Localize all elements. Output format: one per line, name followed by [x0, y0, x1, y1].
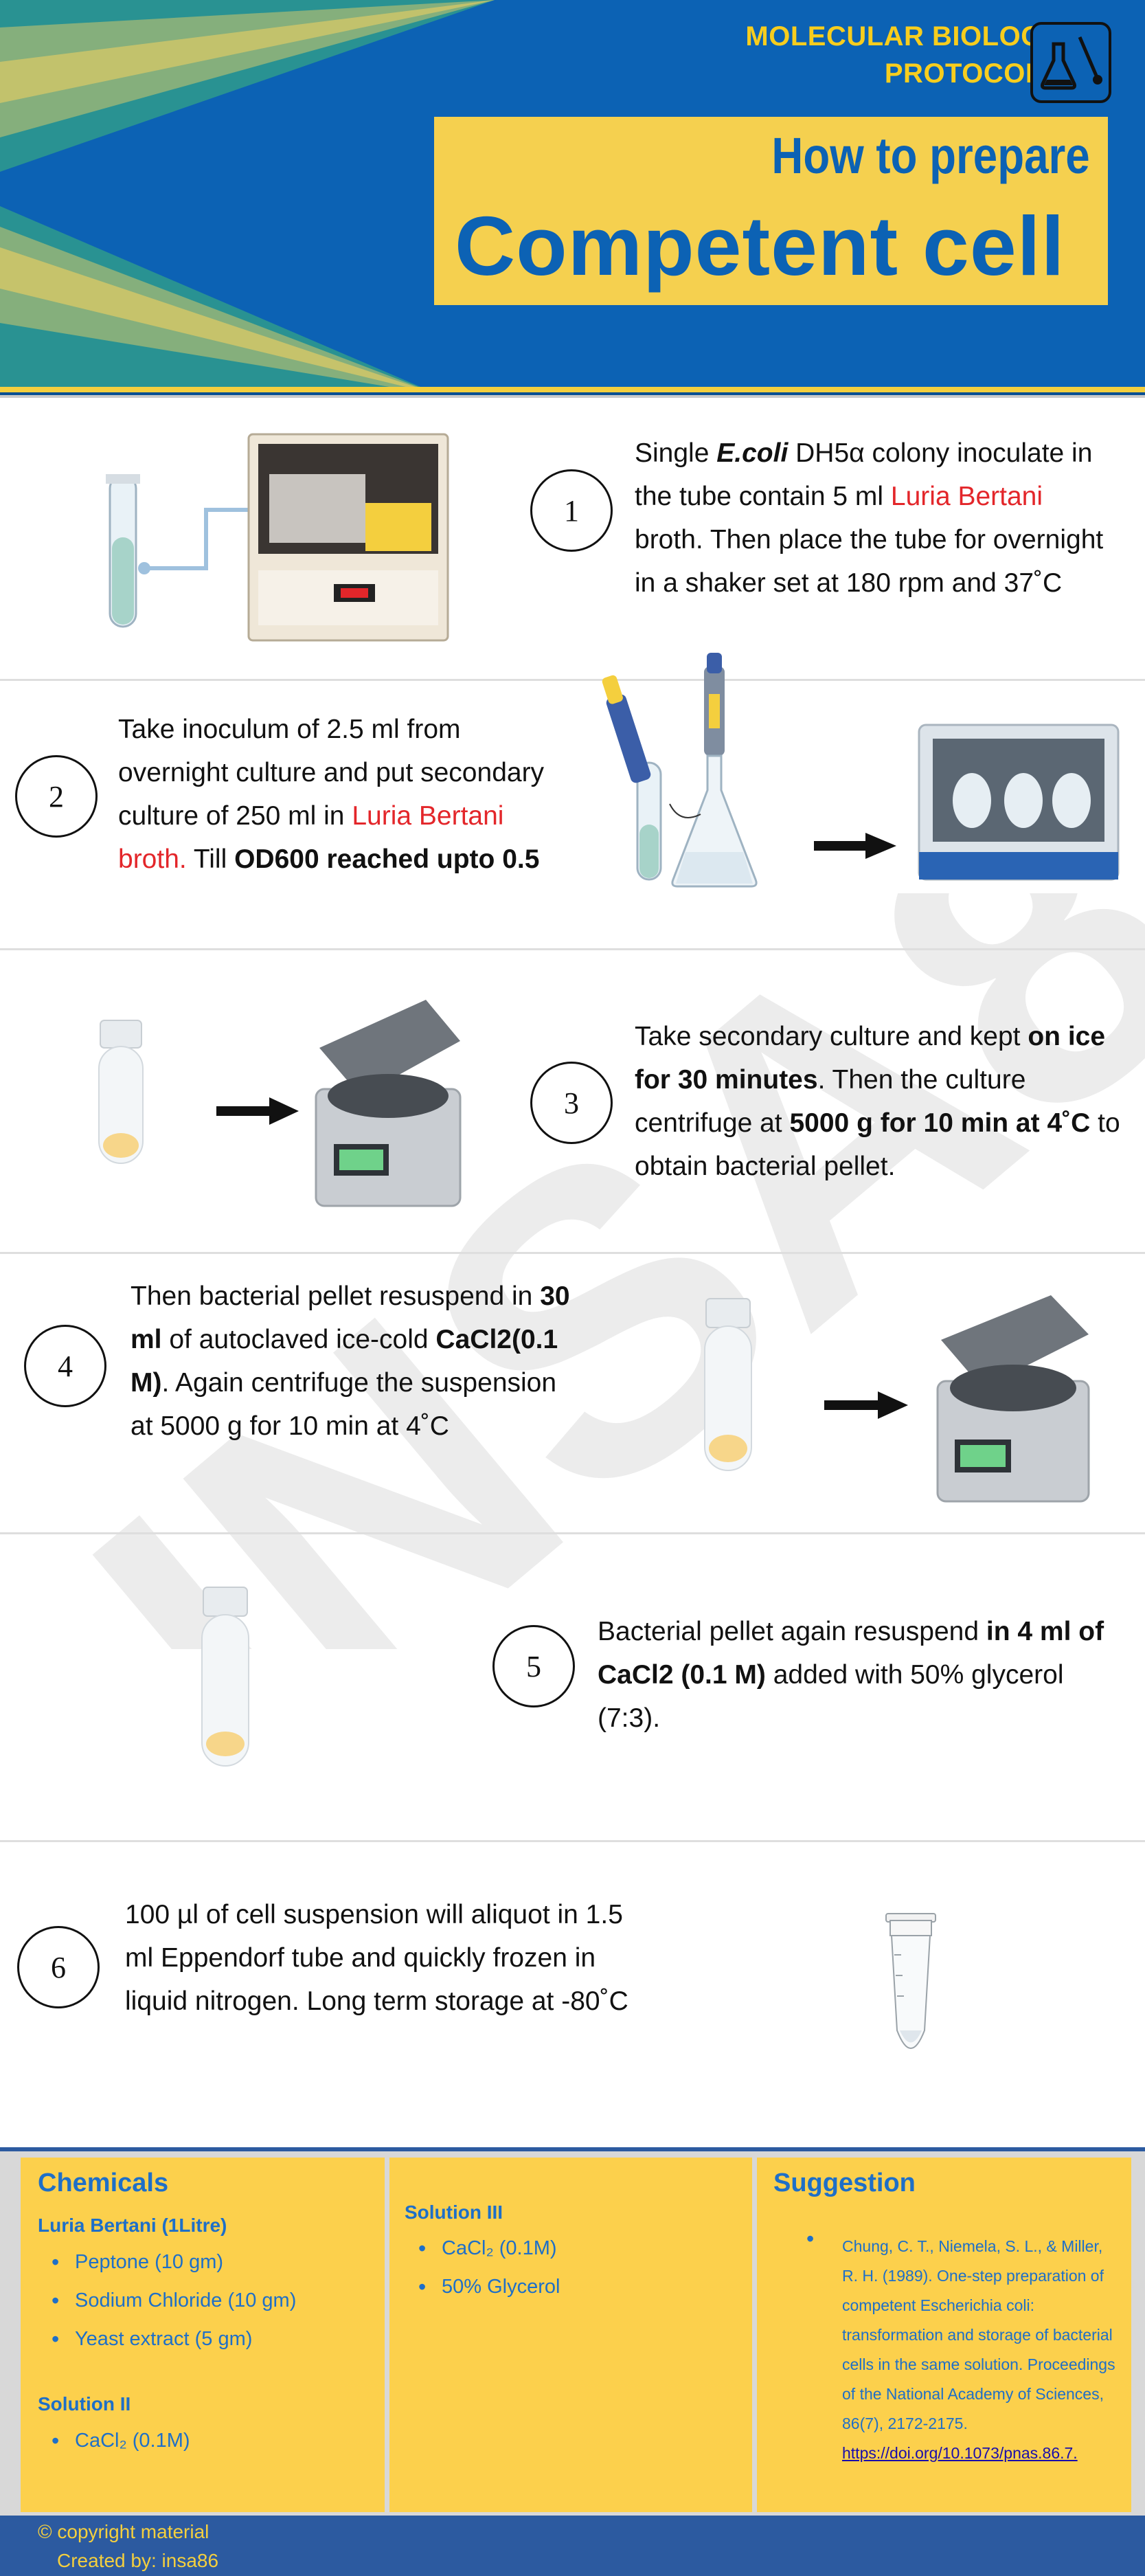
step-divider [0, 1532, 1145, 1534]
text-run: DH5α colony inoculate in the tube contai… [635, 438, 1093, 511]
text-run: broth. Then place the tube for overnight… [635, 525, 1104, 598]
step-divider [0, 679, 1145, 681]
header-banner: MOLECULAR BIOLOGY PROTOCOLS How to prepa… [0, 0, 1145, 395]
header-rays-decoration [0, 0, 495, 395]
solution3-list: CaCl₂ (0.1M) 50% Glycerol [405, 2229, 560, 2306]
suggestion-panel: Suggestion • Chung, C. T., Niemela, S. L… [757, 2158, 1131, 2512]
resuspension-volume: in 4 ml of CaCl2 (0.1 M) [598, 1617, 1104, 1690]
lb-heading: Luria Bertani (1Litre) [38, 2215, 227, 2236]
step-number-circle: 6 [17, 1926, 100, 2008]
text-run: Till [186, 844, 235, 874]
creator-line: Created by: insa86 [57, 2550, 219, 2571]
step-number: 6 [51, 1950, 66, 1984]
header-blue-rule [0, 392, 1145, 395]
step2-text: Take inoculum of 2.5 ml from overnight c… [118, 708, 558, 881]
step-number-circle: 3 [530, 1062, 613, 1144]
kicker-line-1: MOLECULAR BIOLOGY [745, 21, 1061, 52]
kicker-line-2: PROTOCOLS [884, 58, 1061, 89]
volume: 30 ml [131, 1281, 570, 1354]
step-number-circle: 1 [530, 469, 613, 552]
text-run: . Again centrifuge the suspension at 500… [131, 1368, 557, 1441]
lb-ingredient-list: Peptone (10 gm) Sodium Chloride (10 gm) … [38, 2243, 296, 2358]
step-divider [0, 1840, 1145, 1842]
od-target: OD600 reached upto 0.5 [234, 844, 540, 874]
step4-tube-centrifuge-illustration [704, 1295, 1090, 1503]
text-run: . Then the culture centrifuge at [635, 1065, 1026, 1138]
step5-text: Bacterial pellet again resuspend in 4 ml… [598, 1610, 1106, 1740]
step-number-circle: 4 [24, 1325, 106, 1407]
text-run: Then bacterial pellet resuspend in [131, 1281, 541, 1311]
text-run: Take inoculum of 2.5 ml from overnight c… [118, 715, 545, 831]
medium-name: Luria Bertani [352, 801, 504, 831]
list-item: CaCl₂ (0.1M) [38, 2421, 190, 2460]
eppendorf-tube-icon [885, 1913, 936, 2049]
text-run: 100 µl of cell suspension will aliquot i… [125, 1900, 628, 2016]
header-grey-rule [0, 395, 1145, 398]
list-item: 50% Glycerol [405, 2267, 560, 2306]
step-number: 3 [564, 1086, 579, 1120]
medium-name: Luria Bertani [890, 482, 1043, 511]
step5-tube-illustration [201, 1587, 249, 1767]
page-title: Competent cell [455, 199, 1065, 293]
step1-text: Single E.coli DH5α colony inoculate in t… [635, 432, 1115, 605]
chemicals-title: Chemicals [38, 2169, 169, 2197]
text-run: broth. [118, 844, 187, 874]
step6-text: 100 µl of cell suspension will aliquot i… [125, 1893, 654, 2023]
step-number-circle: 2 [15, 755, 98, 838]
step-divider [0, 1252, 1145, 1254]
step-number-circle: 5 [492, 1625, 575, 1707]
step1-tube-shaker-illustration [106, 433, 449, 642]
protocol-kicker: MOLECULAR BIOLOGY PROTOCOLS [745, 18, 1061, 92]
step3-text: Take secondary culture and kept on ice f… [635, 1015, 1129, 1188]
header-yellow-rule [0, 387, 1145, 392]
step-number: 2 [49, 779, 64, 814]
title-subheading: How to prepare [771, 127, 1090, 184]
step-number: 1 [564, 493, 579, 528]
list-item: CaCl₂ (0.1M) [405, 2229, 560, 2267]
text-run: Single [635, 438, 717, 468]
step-divider [0, 948, 1145, 950]
copyright: © copyright material Created by: insa86 [38, 2518, 218, 2575]
footer-top-rule [0, 2147, 1145, 2151]
text-run: added with 50% glycerol (7:3). [598, 1660, 1064, 1733]
suggestion-title: Suggestion [773, 2169, 916, 2197]
solution2-list: CaCl₂ (0.1M) [38, 2421, 190, 2460]
text-run: of autoclaved ice-cold [161, 1325, 436, 1354]
step2-pipette-flask-shaker-illustration [602, 653, 1120, 888]
title-box: How to prepare Competent cell [434, 117, 1108, 305]
step4-text: Then bacterial pellet resuspend in 30 ml… [131, 1275, 570, 1448]
step-number: 5 [526, 1649, 541, 1683]
list-item: Sodium Chloride (10 gm) [38, 2281, 296, 2320]
solution3-heading: Solution III [405, 2202, 503, 2223]
reagent: CaCl2(0.1 M) [131, 1325, 558, 1398]
ice-duration: on ice for 30 minutes [635, 1022, 1106, 1095]
text-run: to obtain bacterial pellet. [635, 1108, 1120, 1181]
step3-tube-centrifuge-illustration [98, 1000, 462, 1207]
centrifuge-settings: 5000 g for 10 min at 4˚C [789, 1108, 1091, 1138]
reference-doi-link[interactable]: https://doi.org/10.1073/pnas.86.7. [842, 2444, 1078, 2462]
flask-pipette-icon [1030, 22, 1111, 103]
reference-entry: Chung, C. T., Niemela, S. L., & Miller, … [842, 2232, 1117, 2468]
chemicals-panel: Chemicals Luria Bertani (1Litre) Peptone… [21, 2158, 385, 2512]
organism-name: E.coli [716, 438, 789, 468]
list-item: Peptone (10 gm) [38, 2243, 296, 2281]
reference-bullet: • [806, 2226, 815, 2251]
copyright-line: © copyright material [38, 2521, 209, 2542]
solution2-heading: Solution II [38, 2393, 131, 2415]
text-run: Take secondary culture and kept [635, 1022, 1028, 1051]
list-item: Yeast extract (5 gm) [38, 2320, 296, 2358]
copyright-bar [0, 2516, 1145, 2576]
solution3-panel: Solution III CaCl₂ (0.1M) 50% Glycerol [389, 2158, 752, 2512]
step-number: 4 [58, 1349, 73, 1383]
text-run: Bacterial pellet again resuspend [598, 1617, 986, 1646]
reference-text: Chung, C. T., Niemela, S. L., & Miller, … [842, 2237, 1115, 2432]
